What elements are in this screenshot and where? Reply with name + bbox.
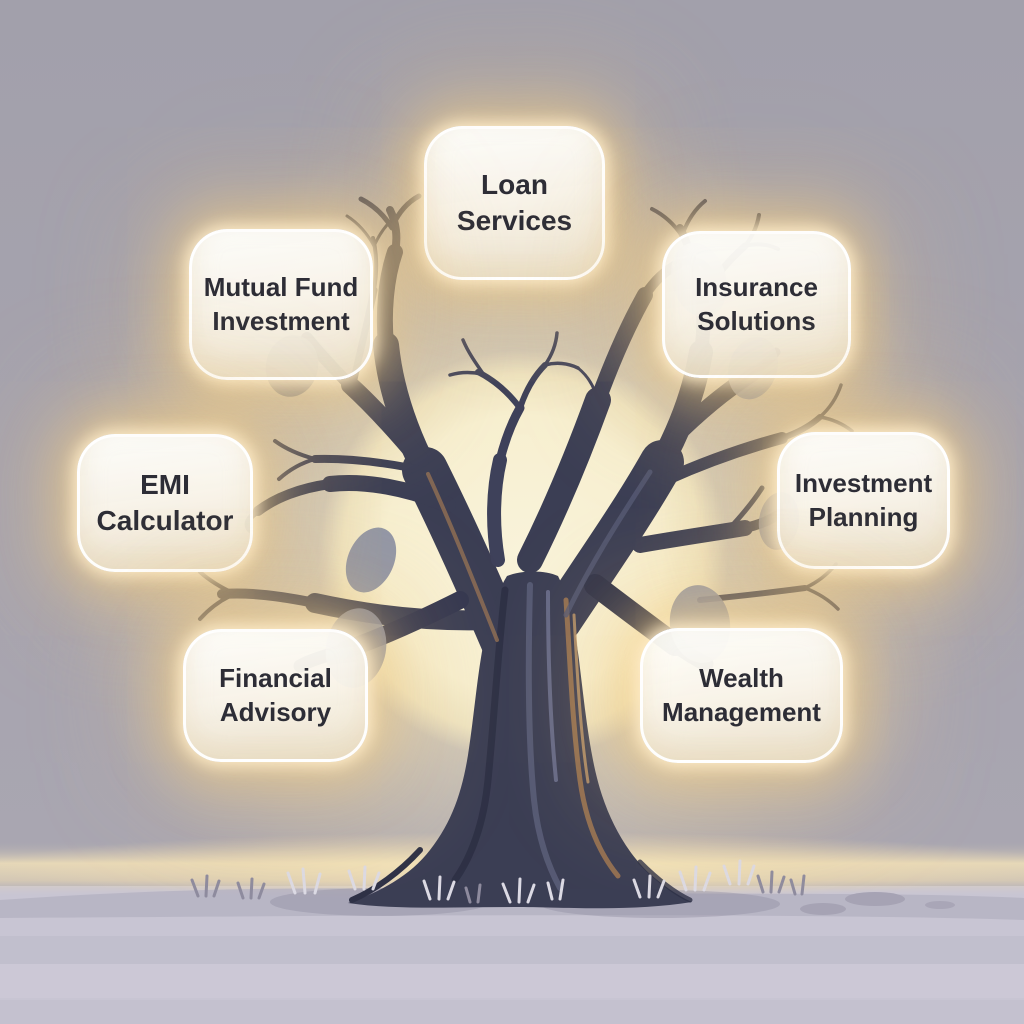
node-label-line2: Planning xyxy=(808,501,919,532)
node-investment-planning: Investment Planning xyxy=(777,432,950,569)
node-label-line1: Mutual Fund xyxy=(203,271,359,302)
node-label-line1: Wealth xyxy=(699,662,784,693)
node-label-line2: Management xyxy=(662,696,821,727)
node-label-line2: Services xyxy=(456,205,573,236)
node-label-line1: Investment xyxy=(794,467,933,498)
tree-trunk xyxy=(348,469,693,909)
node-financial-advisory: Financial Advisory xyxy=(183,629,368,762)
node-label-line2: Calculator xyxy=(96,505,234,536)
node-label-line1: EMI xyxy=(140,468,190,500)
node-insurance-solutions: Insurance Solutions xyxy=(662,231,851,378)
node-loan-services: Loan Services xyxy=(424,126,605,280)
node-emi-calculator: EMI Calculator xyxy=(77,434,253,572)
node-label-line2: Investment xyxy=(212,305,350,336)
grass-dark xyxy=(190,870,806,904)
node-wealth-management: Wealth Management xyxy=(640,628,843,763)
node-label-line2: Solutions xyxy=(697,305,816,336)
node-label-line1: Loan xyxy=(481,168,548,200)
node-mutual-fund-investment: Mutual Fund Investment xyxy=(189,229,373,380)
tree-branch-middle xyxy=(448,257,713,573)
node-label-line1: Insurance xyxy=(695,271,818,302)
node-label-line2: Advisory xyxy=(219,696,332,727)
grass xyxy=(286,859,756,904)
node-label-line1: Financial xyxy=(219,662,332,693)
